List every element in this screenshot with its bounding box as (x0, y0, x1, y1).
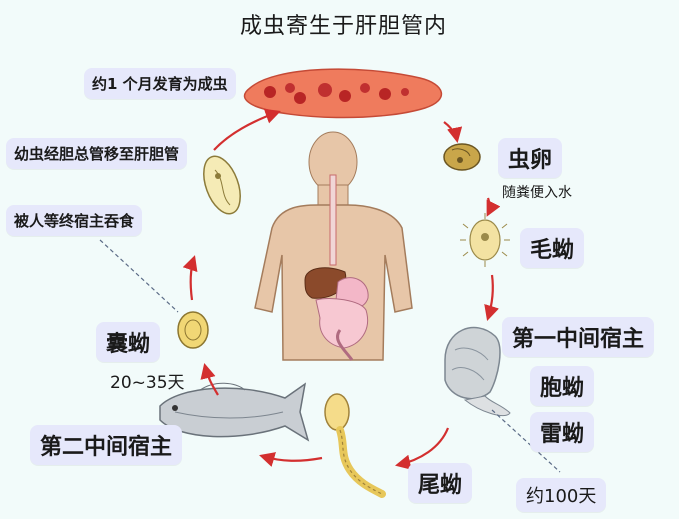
cycle-arrows (182, 108, 501, 470)
fish-image (159, 382, 310, 442)
adult-fluke-image (243, 68, 443, 119)
cercaria-image (324, 393, 386, 498)
snail-image (444, 326, 511, 417)
label-miracidium: 毛蚴 (520, 228, 585, 268)
label-eaten-by-host: 被人等终宿主吞食 (6, 205, 143, 236)
metacercaria-image (177, 311, 209, 349)
label-larva-migrate: 幼虫经胆总管移至肝胆管 (6, 138, 188, 169)
label-metacercaria: 囊蚴 (96, 322, 161, 362)
label-redia: 雷蚴 (530, 412, 595, 452)
egg-image (443, 143, 481, 171)
label-first-intermediate-host: 第一中间宿主 (502, 317, 655, 357)
diagram-title: 成虫寄生于肝胆管内 (240, 14, 448, 39)
pointer-lines (99, 239, 561, 473)
label-sporocyst: 胞蚴 (530, 366, 595, 406)
label-egg: 虫卵 (498, 138, 563, 178)
miracidium-image (460, 213, 510, 267)
human-body-image (254, 131, 413, 361)
label-second-intermediate-host: 第二中间宿主 (30, 425, 183, 465)
label-20-35-days: 20~35天 (110, 373, 185, 393)
label-one-month: 约1 个月发育为成虫 (84, 68, 236, 99)
larva-image (203, 155, 241, 215)
label-cercaria: 尾蚴 (408, 463, 473, 503)
label-with-feces: 随粪便入水 (502, 185, 572, 201)
label-about-100-days: 约100天 (516, 478, 607, 512)
